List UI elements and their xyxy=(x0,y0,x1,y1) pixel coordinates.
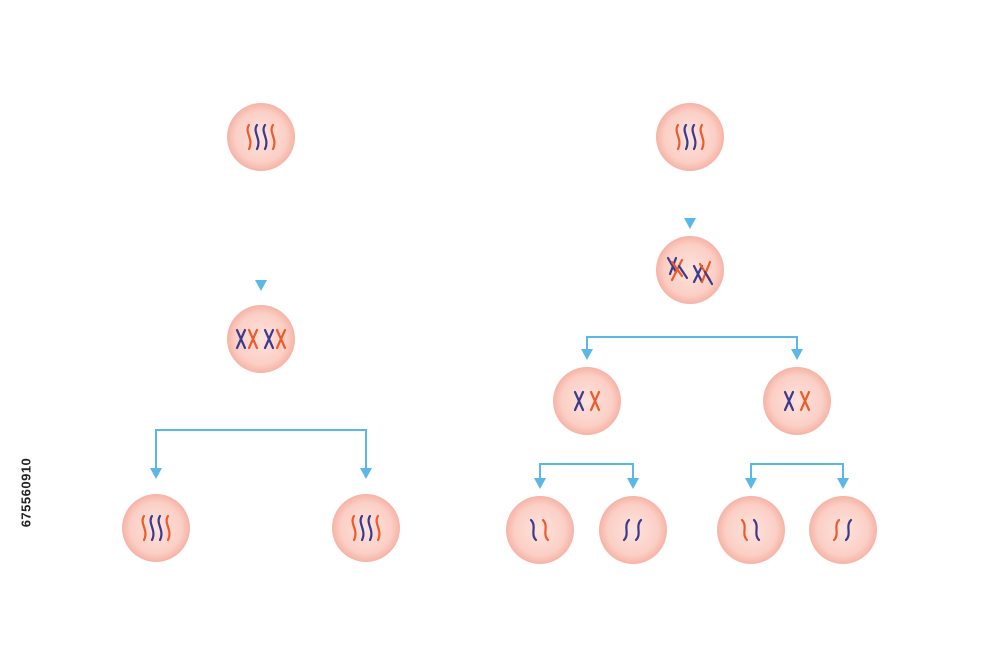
cell-replicated xyxy=(227,305,295,373)
stock-id-watermark: 675560910 xyxy=(18,457,34,528)
arrow-branch-meiosis-2b xyxy=(750,463,844,478)
cell-gamete-3 xyxy=(717,496,785,564)
arrowhead xyxy=(581,349,593,360)
cell-daughter-2 xyxy=(332,494,400,562)
arrowhead xyxy=(255,280,267,291)
cell-parent xyxy=(227,103,295,171)
meiosis-diagram xyxy=(506,103,877,564)
arrowhead xyxy=(534,478,546,489)
arrow-branch-meiosis-2a xyxy=(539,463,634,478)
cell-gamete-2 xyxy=(599,496,667,564)
meiosis-arrows xyxy=(534,180,849,489)
arrowhead xyxy=(837,478,849,489)
arrowhead xyxy=(745,478,757,489)
arrowhead xyxy=(684,218,696,229)
arrowhead xyxy=(627,478,639,489)
arrowhead xyxy=(150,468,162,479)
arrowhead xyxy=(791,349,803,360)
mitosis-diagram xyxy=(122,103,400,562)
cell-daughter-1 xyxy=(122,494,190,562)
cell-meiosis-1-b xyxy=(763,367,831,435)
cell-gamete-1 xyxy=(506,496,574,564)
mitosis-arrows xyxy=(150,195,372,479)
cell-recombined xyxy=(656,236,724,304)
cell-gamete-4 xyxy=(809,496,877,564)
arrow-branch-mitosis xyxy=(155,429,367,470)
arrow-branch-meiosis-1 xyxy=(586,336,798,350)
cell-meiosis-1-a xyxy=(553,367,621,435)
cell-meiosis-parent xyxy=(656,103,724,171)
arrowhead xyxy=(360,468,372,479)
